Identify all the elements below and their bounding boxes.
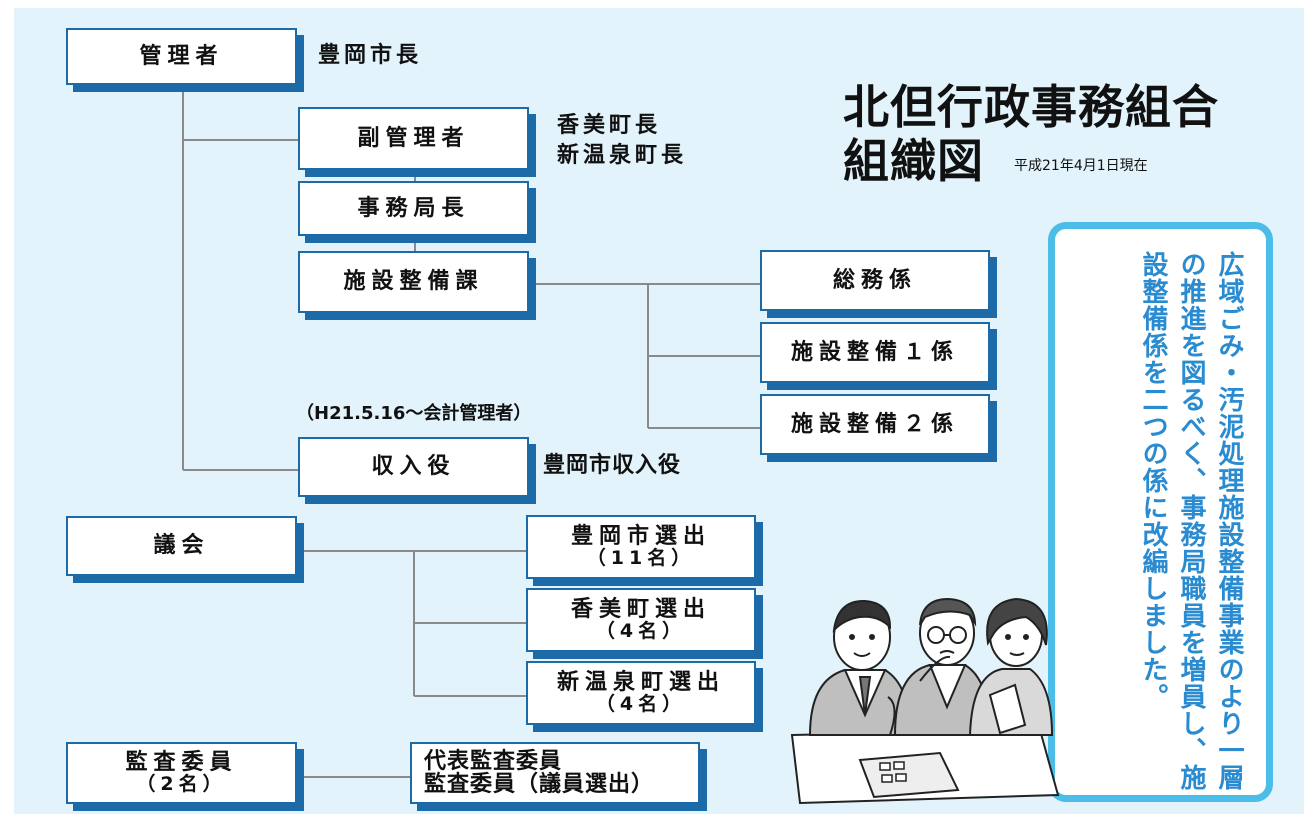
box-toyooka-senshutsu-name: 豊岡市選出 xyxy=(570,524,711,550)
box-somu: 総務係 xyxy=(760,250,990,311)
box-fuku-kanrisha-label: 副管理者 xyxy=(357,125,470,151)
note-box: 広域ごみ・汚泥処理施設整備事業のより一層の推進を図るべく、事務局職員を増員し、施… xyxy=(1048,222,1273,802)
box-toyooka-senshutsu-count: （11名） xyxy=(586,546,696,569)
box-kansa-iin: 監査委員 （2名） xyxy=(66,742,297,804)
box-seibi1-label: 施設整備１係 xyxy=(790,339,959,365)
box-seibi1: 施設整備１係 xyxy=(760,322,990,383)
label-toyooka-shunyuyaku: 豊岡市収入役 xyxy=(543,453,682,478)
box-seibi2: 施設整備２係 xyxy=(760,394,990,455)
chart-title-line1: 北但行政事務組合 xyxy=(843,80,1219,134)
box-shunyuyaku: 収入役 xyxy=(298,437,529,497)
box-seibi2-label: 施設整備２係 xyxy=(790,411,959,437)
box-shisetsu-seibi-ka: 施設整備課 xyxy=(298,251,529,313)
chart-title: 北但行政事務組合 組織図 xyxy=(843,80,1219,188)
label-toyooka-shicho: 豊岡市長 xyxy=(318,43,423,68)
box-kanrisha: 管理者 xyxy=(66,28,297,85)
box-kami-senshutsu-count: （4名） xyxy=(595,619,687,642)
box-jimukyokucho-label: 事務局長 xyxy=(357,195,470,221)
chart-title-line2: 組織図 xyxy=(843,134,984,188)
box-kansa-detail-line1: 代表監査委員 xyxy=(424,748,563,774)
label-kami-chocho: 香美町長 xyxy=(557,113,662,138)
box-shinonsen-senshutsu: 新温泉町選出 （4名） xyxy=(526,661,756,725)
staff-meeting-illustration xyxy=(790,597,1060,805)
box-shinonsen-senshutsu-count: （4名） xyxy=(595,692,687,715)
label-shinonsen-chocho: 新温泉町長 xyxy=(557,143,688,168)
label-kaikei-note: （H21.5.16〜会計管理者） xyxy=(296,403,532,424)
box-gikai: 議会 xyxy=(66,516,297,576)
box-kami-senshutsu-name: 香美町選出 xyxy=(570,597,711,623)
box-shunyuyaku-label: 収入役 xyxy=(371,454,456,480)
box-kansa-iin-count: （2名） xyxy=(136,772,227,795)
box-somu-label: 総務係 xyxy=(832,267,917,293)
box-kami-senshutsu: 香美町選出 （4名） xyxy=(526,588,756,652)
box-toyooka-senshutsu: 豊岡市選出 （11名） xyxy=(526,515,756,579)
chart-date: 平成21年4月1日現在 xyxy=(1014,158,1148,174)
note-text: 広域ごみ・汚泥処理施設整備事業のより一層の推進を図るべく、事務局職員を増員し、施… xyxy=(1138,251,1244,791)
box-kansa-detail: 代表監査委員 監査委員（議員選出） xyxy=(410,742,700,804)
box-kanrisha-label: 管理者 xyxy=(139,43,224,69)
box-gikai-label: 議会 xyxy=(153,533,210,559)
box-kansa-iin-name: 監査委員 xyxy=(125,750,238,776)
box-jimukyokucho: 事務局長 xyxy=(298,181,529,236)
box-shisetsu-seibi-ka-label: 施設整備課 xyxy=(343,269,484,295)
box-fuku-kanrisha: 副管理者 xyxy=(298,107,529,170)
box-shinonsen-senshutsu-name: 新温泉町選出 xyxy=(556,670,725,696)
box-kansa-detail-line2: 監査委員（議員選出） xyxy=(424,772,655,797)
